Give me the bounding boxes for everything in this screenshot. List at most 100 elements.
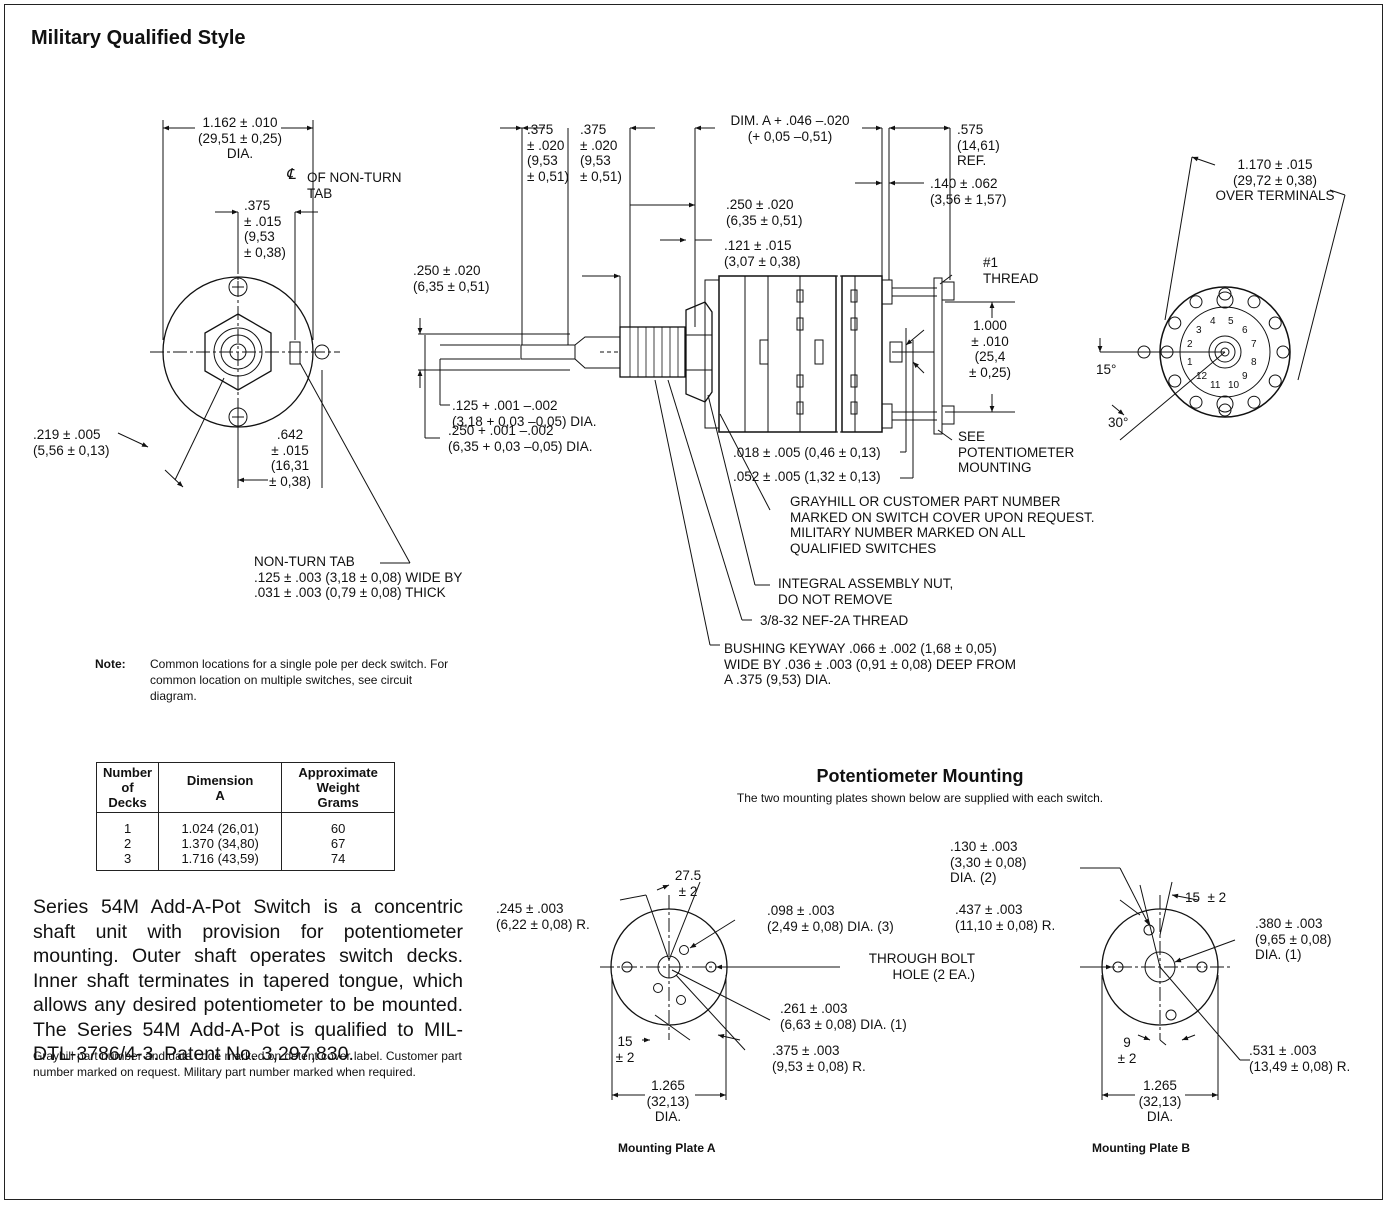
position-number: 1	[1187, 357, 1193, 368]
plate-b-dia: 1.265 (32,13) DIA.	[1138, 1078, 1182, 1124]
table-cell: 2	[95, 836, 160, 851]
terminal-lug	[1268, 316, 1282, 330]
tab-dist-label: .642 ± .015 (16,31 ± 0,38)	[269, 427, 311, 489]
dim-018-label: .018 ± .005 (0,46 ± 0,13)	[733, 445, 881, 460]
side-view-drawing	[417, 125, 1015, 646]
outer-shaft-label: .250 + .001 –.002 (6,35 + 0,03 –0,05) DI…	[448, 423, 593, 454]
dim-375-a: .375 ± .020 (9,53 ± 0,51)	[527, 122, 569, 184]
plate-b-angle15: 15 ± 2	[1185, 890, 1227, 905]
terminal-lug	[1268, 374, 1282, 388]
deck-table: Number of Decks Dimension A Approximate …	[95, 762, 396, 871]
rear-view-drawing	[1097, 156, 1346, 441]
tab-offset-label: .375 ± .015 (9,53 ± 0,38)	[244, 198, 286, 260]
part-number-callout: GRAYHILL OR CUSTOMER PART NUMBER MARKED …	[790, 494, 1095, 556]
terminal-lug	[1168, 374, 1182, 388]
position-number: 12	[1196, 371, 1208, 382]
note: Note: Common locations for a single pole…	[95, 656, 448, 703]
plate-b-r437: .437 ± .003 (11,10 ± 0,08) R.	[955, 902, 1056, 933]
table-row: 1 1.024 (26,01) 60	[95, 812, 396, 836]
table-cell: 3	[95, 851, 160, 871]
inner-shaft-label: .125 + .001 –.002 (3,18 + 0,03 –0,05) DI…	[452, 398, 597, 429]
keyway-callout: BUSHING KEYWAY .066 ± .002 (1,68 ± 0,05)…	[724, 641, 1016, 687]
terminal-lug	[1218, 287, 1232, 301]
position-number: 9	[1242, 371, 1248, 382]
position-number: 8	[1251, 357, 1257, 368]
dim-121-label: .121 ± .015 (3,07 ± 0,38)	[724, 238, 801, 269]
front-view-drawing	[117, 120, 411, 564]
note-text: Common locations for a single pole per d…	[150, 657, 449, 703]
plate-a-hole098: .098 ± .003 (2,49 ± 0,08) DIA. (3)	[767, 903, 894, 934]
table-cell: 60	[281, 812, 396, 836]
front-dia-label: 1.162 ± .010 (29,51 ± 0,25) DIA.	[198, 115, 282, 161]
pot-mounting-subtitle: The two mounting plates shown below are …	[736, 791, 1104, 805]
plate-b-hole130: .130 ± .003 (3,30 ± 0,08) DIA. (2)	[950, 839, 1027, 885]
dim-250-b-label: .250 ± .020 (6,35 ± 0,51)	[413, 263, 490, 294]
plate-a-label: Mounting Plate A	[618, 1141, 716, 1155]
table-cell: 67	[281, 836, 396, 851]
plate-a-drawing	[600, 881, 840, 1100]
table-header: Number of Decks	[95, 762, 160, 813]
dim-250-a-label: .250 ± .020 (6,35 ± 0,51)	[726, 197, 803, 228]
dim-140-label: .140 ± .062 (3,56 ± 1,57)	[930, 176, 1007, 207]
dim-a-label: DIM. A + .046 –.020 (+ 0,05 –0,51)	[730, 113, 850, 144]
table-cell: 74	[281, 851, 396, 871]
table-row: 2 1.370 (34,80) 67	[95, 836, 396, 851]
radius-label: .219 ± .005 (5,56 ± 0,13)	[33, 427, 110, 458]
centerline-symbol: ℄	[286, 166, 296, 183]
dim-575-label: .575 (14,61) REF.	[957, 122, 1000, 168]
page-frame	[4, 4, 1383, 1200]
table-row: 3 1.716 (43,59) 74	[95, 851, 396, 871]
non-turn-tab-label: NON-TURN TAB .125 ± .003 (3,18 ± 0,08) W…	[254, 554, 463, 600]
note-label: Note:	[95, 657, 126, 671]
table-cell: 1.370 (34,80)	[158, 836, 283, 851]
dim-375-b: .375 ± .020 (9,53 ± 0,51)	[580, 122, 622, 184]
position-number: 7	[1251, 339, 1257, 350]
terminals-dim-label: 1.170 ± .015 (29,72 ± 0,38) OVER TERMINA…	[1215, 157, 1335, 203]
terminal-lug	[1276, 345, 1290, 359]
terminal-lug	[1189, 295, 1203, 309]
nut-callout: INTEGRAL ASSEMBLY NUT, DO NOT REMOVE	[778, 576, 954, 607]
plate-a-angle: 27.5 ± 2	[674, 868, 702, 899]
non-turn-ref-label: OF NON-TURN TAB	[307, 170, 402, 201]
plate-a-r245: .245 ± .003 (6,22 ± 0,08) R.	[496, 901, 590, 932]
table-cell: 1.024 (26,01)	[158, 812, 283, 836]
table-header: Approximate Weight Grams	[281, 762, 396, 813]
angle-30-label: 30°	[1108, 415, 1129, 430]
footnote-text: Grayhill part number and date code marke…	[33, 1049, 462, 1079]
position-number: 11	[1210, 380, 1221, 391]
terminal-lug	[1168, 316, 1182, 330]
plate-b-label: Mounting Plate B	[1092, 1141, 1190, 1155]
terminal-lug	[1218, 403, 1232, 417]
plate-a-hole261: .261 ± .003 (6,63 ± 0,08) DIA. (1)	[780, 1001, 907, 1032]
position-number: 2	[1187, 339, 1193, 350]
description-text: Series 54M Add-A-Pot Switch is a concent…	[33, 896, 463, 1065]
position-number: 5	[1228, 316, 1234, 327]
dim-1000-label: 1.000 ± .010 (25,4 ± 0,25)	[969, 318, 1011, 380]
pot-mounting-title: Potentiometer Mounting	[816, 766, 1024, 786]
thread-1-label: #1 THREAD	[983, 255, 1039, 286]
position-number: 6	[1242, 325, 1248, 336]
thread-callout: 3/8-32 NEF-2A THREAD	[760, 613, 909, 628]
plate-b-angle9: 9 ± 2	[1117, 1035, 1137, 1066]
plate-b-drawing	[1080, 867, 1250, 1100]
plate-a-dia: 1.265 (32,13) DIA.	[646, 1078, 690, 1124]
table-cell: 1	[95, 812, 160, 836]
terminal-lug	[1189, 395, 1203, 409]
position-number: 10	[1228, 380, 1240, 391]
table-header: Dimension A	[158, 762, 283, 813]
plate-a-through-bolt: THROUGH BOLT HOLE (2 EA.)	[868, 951, 975, 982]
plate-b-r531: .531 ± .003 (13,49 ± 0,08) R.	[1249, 1043, 1351, 1074]
terminal-lug	[1247, 395, 1261, 409]
plate-a-r375: .375 ± .003 (9,53 ± 0,08) R.	[772, 1043, 866, 1074]
terminal-lug	[1247, 295, 1261, 309]
position-number: 4	[1210, 316, 1216, 327]
plate-a-angle15: 15 ± 2	[615, 1034, 635, 1065]
dim-052-label: .052 ± .005 (1,32 ± 0,13)	[733, 469, 881, 484]
position-number: 3	[1196, 325, 1202, 336]
page-title: Military Qualified Style	[31, 27, 246, 49]
table-cell: 1.716 (43,59)	[158, 851, 283, 871]
plate-b-hole380: .380 ± .003 (9,65 ± 0,08) DIA. (1)	[1255, 916, 1332, 962]
see-pot-label: SEE POTENTIOMETER MOUNTING	[958, 429, 1075, 475]
angle-15-label: 15°	[1096, 362, 1117, 377]
